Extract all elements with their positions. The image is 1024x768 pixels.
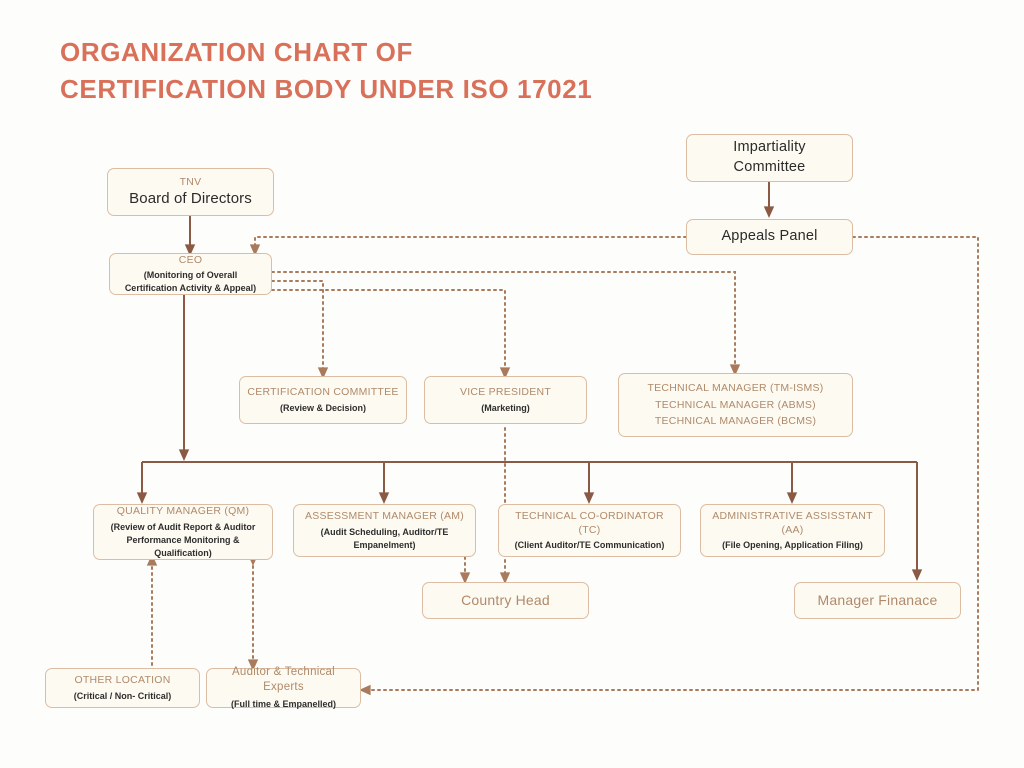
auditor-experts-title: Auditor & Technical Experts [232,665,335,694]
quality-manager-subtitle-line-1: (Review of Audit Report & Auditor [110,521,256,532]
board-eyebrow: TNV [179,175,202,188]
technical-coordinator-title: TECHNICAL CO-ORDINATOR (TC) [515,509,664,536]
node-technical-managers[interactable]: TECHNICAL MANAGER (TM-ISMS) TECHNICAL MA… [618,373,853,437]
page-title-line-2: Certification Body under ISO 17021 [60,73,593,104]
node-board-of-directors[interactable]: TNV Board of Directors [107,168,274,216]
technical-manager-bcms: TECHNICAL MANAGER (BCMS) [654,415,817,428]
assessment-manager-subtitle: (Audit Scheduling, Auditor/TE Empanelmen… [320,526,449,550]
country-head-title: Country Head [461,592,550,609]
page-title: Organization Chart of Certification Body… [60,34,592,108]
node-technical-coordinator[interactable]: TECHNICAL CO-ORDINATOR (TC) (Client Audi… [498,504,681,557]
other-location-subtitle: (Critical / Non- Critical) [73,690,172,701]
technical-manager-abms: TECHNICAL MANAGER (ABMS) [655,398,816,411]
node-other-location[interactable]: OTHER LOCATION (Critical / Non- Critical… [45,668,200,708]
node-impartiality-committee[interactable]: Impartiality Committee [686,134,853,182]
ceo-subtitle-line-2: Certification Activity & Appeal) [124,283,257,294]
certification-committee-title: CERTIFICATION COMMITTEE [247,386,399,399]
ceo-title: CEO [178,253,203,266]
solid-connectors [136,182,923,581]
technical-coordinator-subtitle: (Client Auditor/TE Communication) [514,540,665,551]
other-location-title: OTHER LOCATION [74,674,171,687]
node-appeals-panel[interactable]: Appeals Panel [686,219,853,255]
node-assessment-manager[interactable]: ASSESSMENT MANAGER (AM) (Audit Schedulin… [293,504,476,557]
dotted-connectors [146,236,979,696]
assessment-manager-title: ASSESSMENT MANAGER (AM) [305,510,464,523]
node-manager-finance[interactable]: Manager Finanace [794,582,961,619]
manager-finance-title: Manager Finanace [817,592,938,609]
certification-committee-subtitle: (Review & Decision) [279,402,367,413]
administrative-assistant-title-line-2: (AA) [781,523,804,536]
quality-manager-title: QUALITY MANAGER (QM) [116,505,250,518]
appeals-panel-title: Appeals Panel [721,228,818,245]
impartiality-line-2: Committee [733,159,806,175]
impartiality-line-1: Impartiality [733,139,806,156]
page-title-line-1: Organization Chart of [60,37,413,67]
ceo-subtitle-line-1: (Monitoring of Overall [143,270,238,281]
node-ceo[interactable]: CEO (Monitoring of Overall Certification… [109,253,272,295]
node-auditor-technical-experts[interactable]: Auditor & Technical Experts (Full time &… [206,665,361,709]
node-certification-committee[interactable]: CERTIFICATION COMMITTEE (Review & Decisi… [239,376,407,424]
node-administrative-assistant[interactable]: ADMINISTRATIVE ASSISSTANT (AA) (File Ope… [700,504,885,557]
technical-manager-isms: TECHNICAL MANAGER (TM-ISMS) [647,381,824,394]
node-vice-president[interactable]: VICE PRESIDENT (Marketing) [424,376,587,424]
board-title: Board of Directors [129,189,252,207]
administrative-assistant-subtitle: (File Opening, Application Filing) [722,540,863,551]
quality-manager-subtitle-line-2: Performance Monitoring & Qualification) [126,534,240,558]
administrative-assistant-title-line-1: ADMINISTRATIVE ASSISSTANT [712,509,873,522]
node-quality-manager[interactable]: QUALITY MANAGER (QM) (Review of Audit Re… [93,504,273,560]
vice-president-subtitle: (Marketing) [481,402,530,413]
node-country-head[interactable]: Country Head [422,582,589,619]
auditor-experts-subtitle: (Full time & Empanelled) [230,699,336,709]
vice-president-title: VICE PRESIDENT [459,386,552,399]
